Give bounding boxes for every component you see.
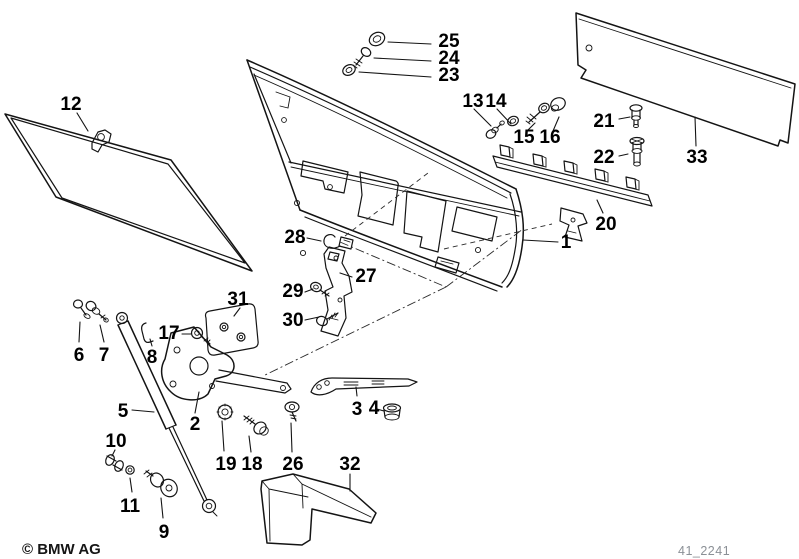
part-22-expanding-rivet-drawing — [629, 136, 645, 167]
part-callout-33[interactable]: 33 — [686, 147, 707, 168]
part-10-bushing-drawing — [105, 454, 124, 472]
part-1-tailgate-drawing — [246, 59, 525, 292]
part-callout-20[interactable]: 20 — [595, 214, 616, 235]
part-callout-4[interactable]: 4 — [369, 398, 380, 419]
part-30-screw-drawing — [316, 312, 339, 327]
part-2-hinge-drawing — [160, 326, 292, 401]
part-callout-19[interactable]: 19 — [215, 454, 236, 475]
part-callout-11[interactable]: 11 — [120, 496, 141, 517]
part-callout-30[interactable]: 30 — [282, 310, 303, 331]
part-callout-26[interactable]: 26 — [282, 454, 303, 475]
part-15-screw-drawing — [525, 102, 550, 125]
part-callout-25[interactable]: 25 — [438, 31, 460, 52]
part-4-grommet-drawing — [382, 403, 402, 421]
part-callout-29[interactable]: 29 — [282, 281, 303, 302]
leader-lines-path — [76, 41, 697, 519]
part-callout-2[interactable]: 2 — [190, 414, 201, 435]
part-callout-12[interactable]: 12 — [60, 94, 81, 115]
part-callout-16[interactable]: 16 — [539, 127, 560, 148]
part-12-window-seal-drawing — [4, 113, 253, 272]
part-13-stud-drawing — [485, 120, 505, 139]
part-callout-3[interactable]: 3 — [352, 399, 363, 420]
centerlines — [262, 172, 553, 377]
part-callout-32[interactable]: 32 — [339, 454, 360, 475]
part-callout-7[interactable]: 7 — [99, 345, 110, 366]
part-9-ball-bolt-drawing — [143, 469, 178, 498]
part-callout-10[interactable]: 10 — [105, 431, 126, 452]
bmw-copyright-text: © BMW AG — [22, 541, 101, 558]
part-24-screw-drawing — [352, 47, 372, 69]
part-33-rear-window-drawing — [575, 12, 796, 147]
part-20-trim-strip-drawing — [492, 144, 653, 207]
part-callout-24[interactable]: 24 — [438, 48, 460, 69]
part-31-plate-drawing — [204, 303, 259, 356]
part-3-arm-drawing — [310, 377, 418, 396]
part-6-ball-pin-drawing — [72, 299, 91, 319]
part-callout-28[interactable]: 28 — [284, 227, 305, 248]
part-callout-27[interactable]: 27 — [355, 266, 376, 287]
part-32-cover-drawing — [260, 473, 377, 546]
part-callout-6[interactable]: 6 — [74, 345, 85, 366]
part-callout-31[interactable]: 31 — [227, 289, 249, 310]
part-callout-21[interactable]: 21 — [593, 111, 615, 132]
part-5-gas-strut-drawing — [115, 311, 218, 517]
part-callout-1[interactable]: 1 — [561, 232, 572, 253]
part-23-grommet-drawing — [342, 64, 356, 76]
part-callout-17[interactable]: 17 — [158, 323, 179, 344]
part-callouts: 1 2 3 4 5 6 7 8 9 10 11 12 13 14 15 16 1… — [60, 31, 707, 543]
part-11-nut-drawing — [125, 465, 135, 475]
part-26-screw-drawing — [284, 401, 300, 422]
part-callout-23[interactable]: 23 — [438, 65, 459, 86]
part-callout-18[interactable]: 18 — [241, 454, 262, 475]
part-callout-8[interactable]: 8 — [147, 347, 158, 368]
part-callout-13[interactable]: 13 — [462, 91, 483, 112]
drawing-number-text: 41_2241 — [678, 544, 730, 558]
part-callout-15[interactable]: 15 — [513, 127, 535, 148]
part-callout-9[interactable]: 9 — [159, 522, 170, 543]
part-29-screw-drawing — [310, 281, 330, 297]
part-21-rivet-drawing — [629, 104, 643, 128]
part-callout-14[interactable]: 14 — [485, 91, 507, 112]
callout-leaders — [76, 41, 697, 519]
part-callout-22[interactable]: 22 — [593, 147, 614, 168]
part-18-bolt-drawing — [243, 415, 269, 436]
part-25-grommet-drawing — [368, 31, 386, 47]
part-27-bracket-drawing — [320, 246, 353, 337]
part-14-grommet-drawing — [507, 115, 519, 127]
part-7-pin-drawing — [85, 300, 109, 323]
part-8-clip-drawing — [141, 322, 154, 343]
part-16-cap-drawing — [550, 97, 566, 112]
panel-edge-bracket-drawing — [559, 207, 588, 242]
part-19-nut-drawing — [216, 403, 234, 421]
part-callout-5[interactable]: 5 — [118, 401, 129, 422]
